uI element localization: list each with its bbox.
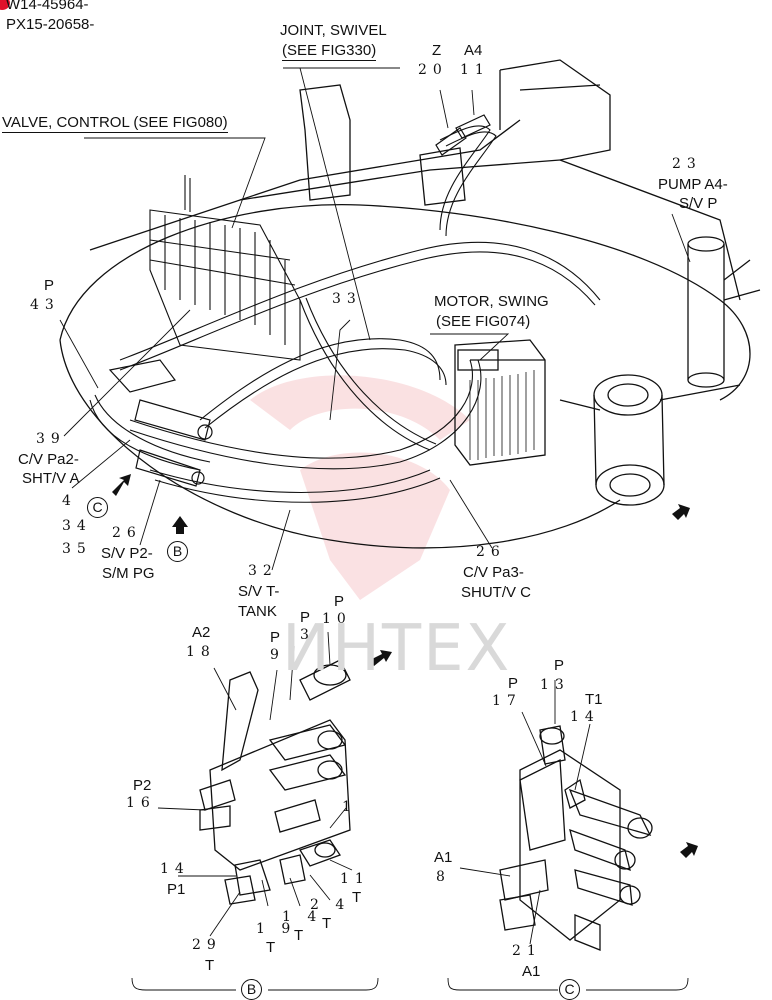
callout-34: 34 [62, 518, 92, 534]
callout-p1: P1 [167, 881, 186, 898]
sv-p2-label-2: S/M PG [102, 565, 155, 582]
callout-p3: P [300, 609, 311, 626]
callout-11: 11 [340, 871, 370, 887]
joint-swivel-label: JOINT, SWIVEL [280, 22, 387, 39]
joint-swivel-ref: (SEE FIG330) [282, 42, 377, 61]
callout-26-left: 26 [112, 525, 142, 541]
leader-lines [59, 67, 691, 991]
callout-a2-number: 18 [186, 644, 216, 660]
callout-35: 35 [62, 541, 92, 557]
direction-arrows [112, 474, 698, 858]
callout-p9: P [270, 629, 281, 646]
part-number-line-2: PX15-20658- [6, 16, 95, 33]
cv-pa3-label-1: C/V Pa3- [463, 564, 524, 581]
callout-4: 4 [62, 493, 77, 509]
callout-p9-number: 9 [270, 647, 285, 663]
callout-32: 32 [248, 563, 278, 579]
pump-label-1: PUMP A4- [658, 176, 728, 193]
part-number-line-1: W14-45964- [6, 0, 89, 13]
watermark-shape [250, 375, 470, 600]
corner-marker-dot [0, 0, 10, 10]
cv-pa3-label-2: SHUT/V C [461, 584, 532, 601]
callout-a1: A1 [434, 849, 453, 866]
callout-p3-number: 3 [300, 627, 315, 643]
callout-p13-number: 13 [540, 677, 570, 693]
callout-21: 21 [512, 943, 542, 959]
callout-t1-number: 14 [570, 709, 600, 725]
callout-a1-number: 8 [436, 869, 451, 885]
detail-c-marker: C [87, 497, 108, 518]
callout-29-t: T [205, 957, 215, 974]
sv-t-label-1: S/V T- [238, 583, 280, 600]
callout-24: 2 4 [310, 897, 351, 913]
callout-p2-number: 16 [126, 795, 156, 811]
callout-z: Z [432, 42, 442, 59]
callout-p: P [44, 277, 55, 294]
callout-14-t-label: T [294, 927, 304, 944]
callout-p17: P [508, 675, 519, 692]
motor-swing-label: MOTOR, SWING [434, 293, 549, 310]
callout-a1-bottom: A1 [522, 963, 541, 980]
callout-a4-number: 11 [460, 62, 490, 78]
callout-p17-number: 17 [492, 693, 522, 709]
callout-a2: A2 [192, 624, 211, 641]
callout-11-t: T [352, 889, 362, 906]
detail-c-caption: C [559, 979, 580, 1000]
callout-26-right: 26 [476, 544, 506, 560]
detail-b-caption: B [241, 979, 262, 1000]
pump-label-2: S/V P [679, 195, 718, 212]
callout-19-t: T [266, 939, 276, 956]
callout-33: 33 [332, 291, 362, 307]
main-assembly [59, 59, 761, 951]
callout-14-b: 14 [160, 861, 190, 877]
callout-24-t: T [322, 915, 332, 932]
callout-p2: P2 [133, 777, 152, 794]
callout-29: 29 [192, 937, 222, 953]
callout-p10-number: 10 [322, 611, 352, 627]
callout-p10: P [334, 593, 345, 610]
motor-swing-ref: (SEE FIG074) [436, 313, 531, 330]
cv-pa2-label-1: C/V Pa2- [18, 451, 79, 468]
callout-p-number: 43 [30, 297, 60, 313]
callout-39: 39 [36, 431, 66, 447]
callout-1: 1 [342, 799, 357, 815]
sv-t-label-2: TANK [238, 603, 277, 620]
callout-t1: T1 [585, 691, 603, 708]
callout-a4: A4 [464, 42, 483, 59]
cv-pa2-label-2: SHT/V A [22, 470, 80, 487]
sv-p2-label-1: S/V P2- [101, 545, 153, 562]
valve-control-label: VALVE, CONTROL (SEE FIG080) [2, 114, 228, 133]
callout-14-t: 1 4 [282, 909, 323, 925]
detail-b-marker: B [167, 541, 188, 562]
watermark-text: ИНТЕX [282, 612, 512, 686]
callout-p13: P [554, 657, 565, 674]
callout-z-number: 20 [418, 62, 448, 78]
callout-19: 1 9 [256, 921, 297, 937]
callout-pump-number: 23 [672, 156, 702, 172]
